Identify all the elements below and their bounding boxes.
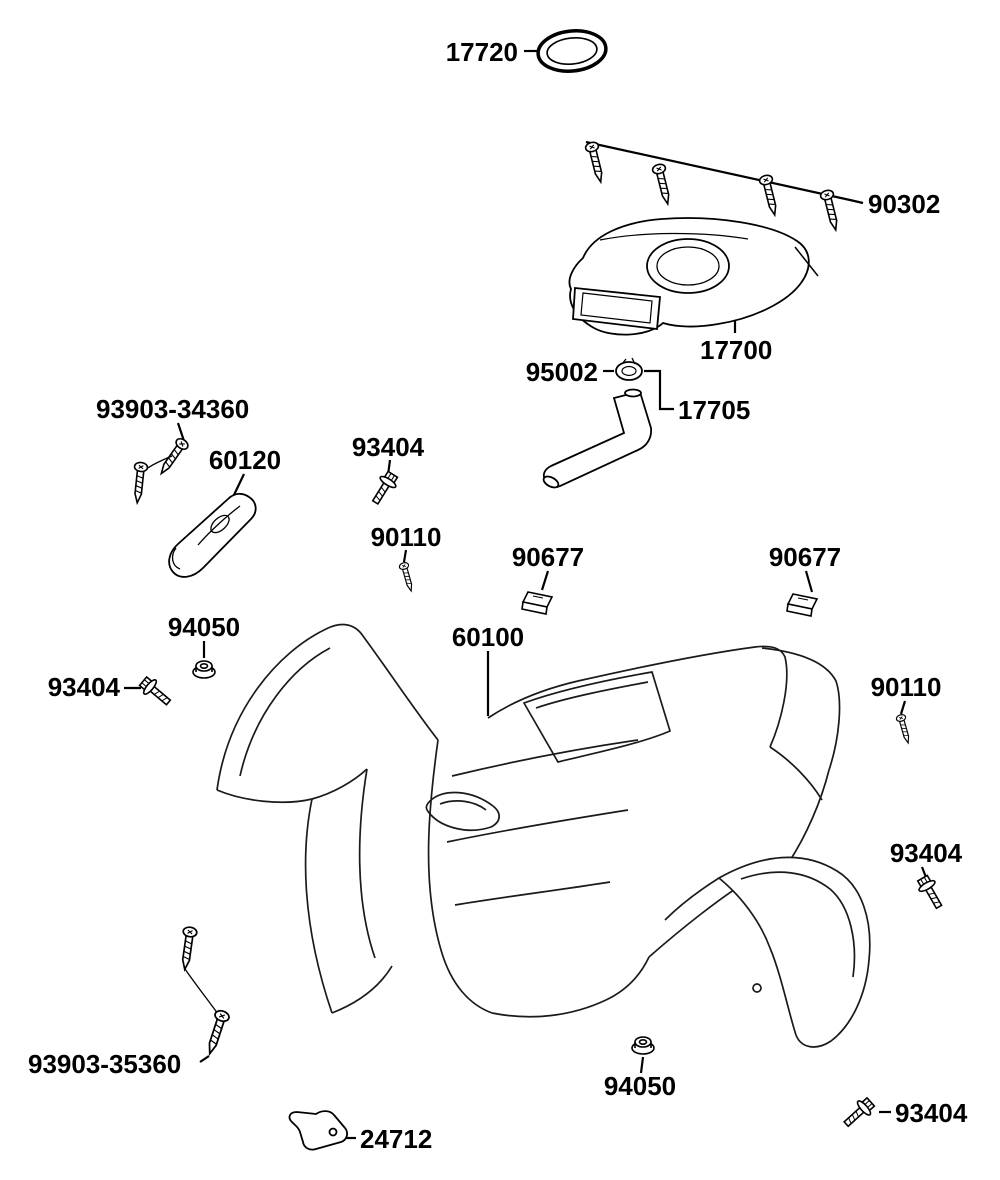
part-label-90677-right: 90677 bbox=[769, 542, 841, 572]
screw-set-90302-drawing bbox=[583, 140, 843, 233]
part-label-24712: 24712 bbox=[360, 1124, 432, 1154]
screw-90110-left-drawing bbox=[399, 562, 416, 593]
part-label-17700: 17700 bbox=[700, 335, 772, 365]
bolt-93404-left-drawing bbox=[136, 673, 175, 711]
part-label-90110-left: 90110 bbox=[371, 522, 442, 552]
bracket-60120-drawing bbox=[168, 492, 257, 578]
screw-90110-right-drawing bbox=[896, 714, 913, 745]
nut-94050-left-drawing bbox=[192, 660, 216, 679]
nut-94050-bottom-drawing bbox=[631, 1036, 655, 1055]
part-label-60120: 60120 bbox=[209, 445, 281, 475]
screws-93903-35360-drawing bbox=[177, 925, 232, 1057]
part-label-17705: 17705 bbox=[678, 395, 750, 425]
part-label-94050-left: 94050 bbox=[168, 612, 240, 642]
clip-90677-left-drawing bbox=[521, 591, 553, 615]
bolt-93404-bottom-drawing bbox=[839, 1094, 878, 1132]
bolt-93404-right-drawing bbox=[913, 872, 948, 913]
screws-93903-34360-drawing bbox=[129, 435, 191, 505]
part-label-60100: 60100 bbox=[452, 622, 524, 652]
part-label-90677-left: 90677 bbox=[512, 542, 584, 572]
part-label-93404-upper: 93404 bbox=[352, 432, 425, 462]
part-label-93404-bottom: 93404 bbox=[895, 1098, 968, 1128]
part-label-93903-34360: 93903-34360 bbox=[96, 394, 249, 424]
part-label-93404-left: 93404 bbox=[48, 672, 121, 702]
fuel-cap-drawing bbox=[536, 29, 608, 73]
leader-lines bbox=[124, 49, 929, 1140]
part-label-93404-right: 93404 bbox=[890, 838, 963, 868]
clamp-drawing bbox=[615, 357, 643, 381]
bolt-93404-upper-drawing bbox=[366, 468, 402, 508]
part-label-90302: 90302 bbox=[868, 189, 940, 219]
clip-90677-right-drawing bbox=[786, 593, 818, 617]
tank-cover-drawing bbox=[568, 217, 819, 336]
part-label-93903-35360: 93903-35360 bbox=[28, 1049, 181, 1079]
bracket-24712-drawing bbox=[288, 1110, 348, 1151]
part-label-95002: 95002 bbox=[526, 357, 598, 387]
part-label-17720: 17720 bbox=[446, 37, 518, 67]
body-cover-drawing bbox=[216, 623, 871, 1048]
breather-tube-drawing bbox=[542, 388, 652, 489]
part-label-94050-bottom: 94050 bbox=[604, 1071, 676, 1101]
part-label-90110-right: 90110 bbox=[871, 672, 942, 702]
